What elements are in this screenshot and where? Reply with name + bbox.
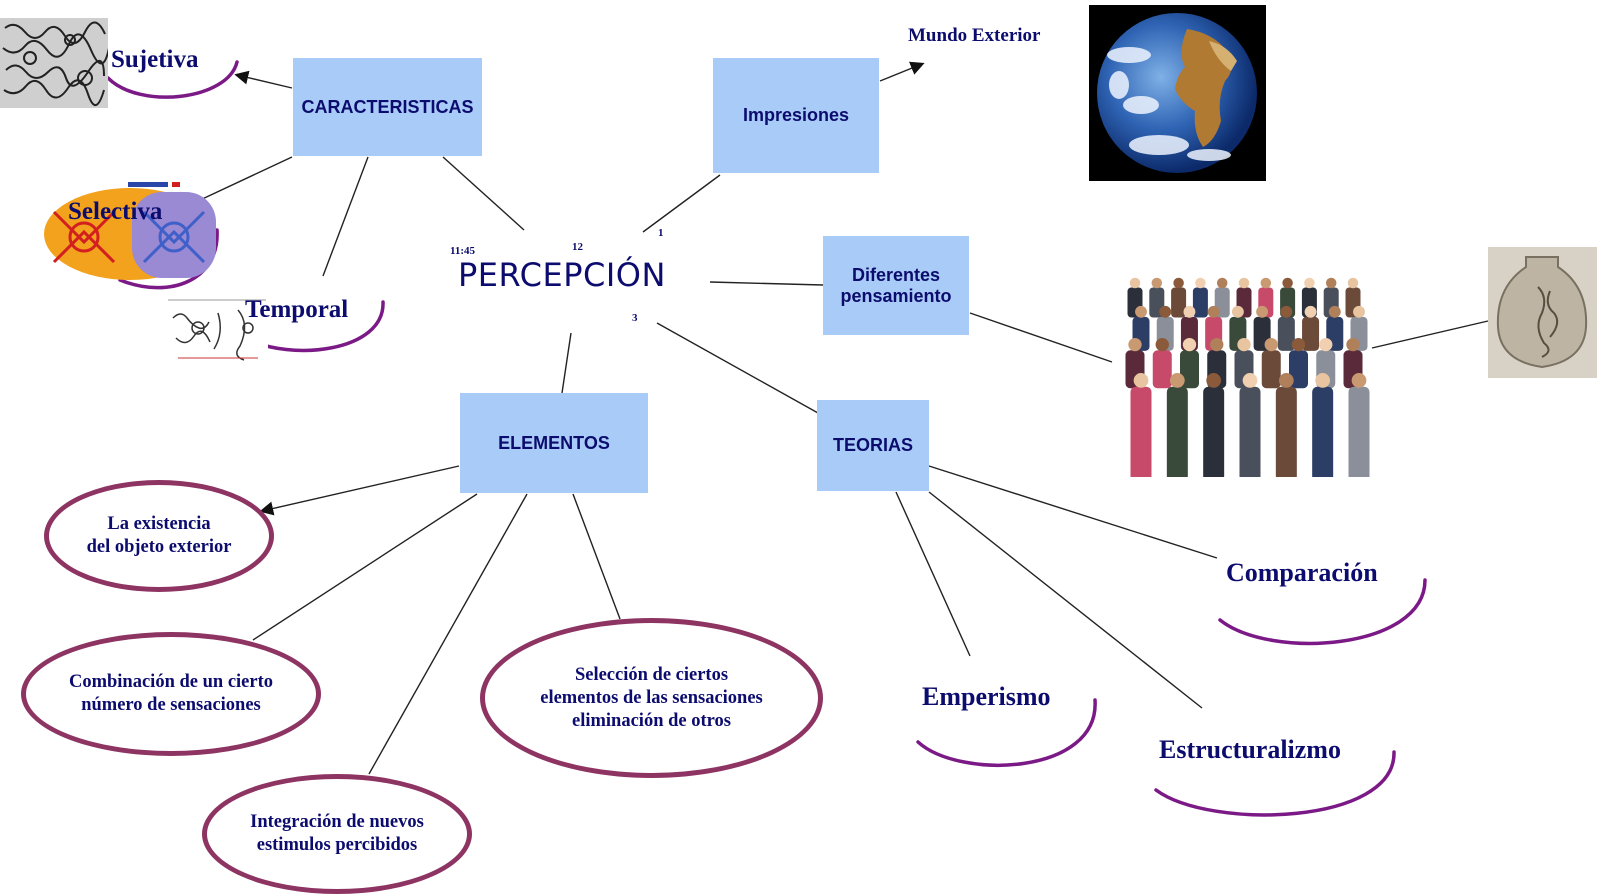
item-sujetiva: Sujetiva (111, 46, 199, 73)
box-impresiones-label: Impresiones (742, 105, 850, 125)
link-teorias-estructuralizmo (928, 491, 1203, 709)
oval-integracion-line2: estimulos percibidos (256, 835, 418, 855)
link-caract-selectiva (197, 156, 293, 202)
oval-existencia-line1: La existencia (107, 514, 211, 534)
item-estructuralizmo: Estructuralizmo (1159, 735, 1341, 764)
mosaic-thumbnail-icon (0, 18, 108, 108)
swoosh-emperismo (916, 698, 1097, 767)
item-selectiva: Selectiva (68, 198, 163, 225)
link-central-caracteristicas (442, 156, 525, 231)
oval-integracion-line1: Integración de nuevos (250, 812, 424, 832)
clock-mark-1145: 11:45 (450, 245, 476, 257)
box-teorias-label: TEORIAS (832, 435, 913, 455)
oval-existencia-line2: del objeto exterior (86, 537, 232, 557)
box-diferentes-pensamiento: Diferentes pensamiento (823, 236, 969, 335)
clock-mark-12: 12 (572, 241, 583, 253)
link-elementos-existencia (259, 465, 460, 516)
box-caracteristicas: CARACTERISTICAS (293, 58, 482, 156)
oval-seleccion: Selección de ciertos elementos de las se… (480, 618, 823, 778)
item-comparacion: Comparación (1226, 558, 1378, 587)
oval-seleccion-line3: eliminación de otros (572, 710, 731, 731)
box-caracteristicas-label: CARACTERISTICAS (301, 96, 474, 117)
clock-mark-3: 3 (632, 312, 638, 324)
box-diferentes-line2: pensamiento (840, 285, 952, 306)
link-central-teorias (656, 322, 819, 414)
link-crowd-vase (1371, 320, 1489, 349)
swoosh-comparacion (1218, 578, 1427, 646)
link-elementos-combinacion (252, 493, 478, 641)
sketch-thumbnail-icon (168, 298, 268, 364)
oval-integracion: Integración de nuevos estimulos percibid… (202, 774, 472, 894)
vase-illusion-icon (1488, 247, 1597, 378)
oval-existencia: La existencia del objeto exterior (44, 480, 274, 592)
central-title: PERCEPCIÓN (458, 256, 666, 294)
link-impresiones-mundo (879, 61, 925, 82)
clock-mark-1: 1 (658, 227, 664, 239)
box-diferentes-line1: Diferentes (851, 264, 941, 285)
box-teorias: TEORIAS (817, 400, 929, 491)
box-elementos: ELEMENTOS (460, 393, 648, 493)
link-elementos-integracion (368, 493, 528, 775)
link-elementos-seleccion (572, 493, 621, 620)
item-temporal: Temporal (245, 296, 349, 323)
link-caract-sujetiva (234, 70, 293, 89)
earth-globe-icon (1089, 5, 1266, 181)
oval-combinacion-line2: número de sensaciones (81, 695, 261, 715)
link-central-diferentes (709, 281, 824, 286)
people-crowd-icon (1125, 277, 1370, 477)
item-emperismo: Emperismo (922, 682, 1051, 711)
link-teorias-emperismo (895, 491, 971, 657)
link-caract-temporal (322, 156, 369, 277)
link-central-elementos (561, 332, 572, 394)
link-diferentes-crowd (969, 312, 1113, 363)
swoosh-estructuralizmo (1154, 750, 1396, 817)
item-mundo-exterior: Mundo Exterior (908, 25, 1041, 46)
oval-combinacion: Combinación de un cierto número de sensa… (21, 632, 321, 756)
oval-combinacion-line1: Combinación de un cierto (68, 672, 273, 692)
box-impresiones: Impresiones (713, 58, 879, 173)
swoosh-sujetiva (106, 60, 239, 99)
color-pattern-thumbnail-icon (44, 182, 216, 280)
link-teorias-comparacion (928, 465, 1218, 559)
oval-seleccion-line1: Selección de ciertos (574, 664, 729, 685)
box-elementos-label: ELEMENTOS (498, 432, 610, 453)
oval-seleccion-line2: elementos de las sensaciones (540, 687, 763, 708)
link-central-impresiones (642, 174, 721, 233)
